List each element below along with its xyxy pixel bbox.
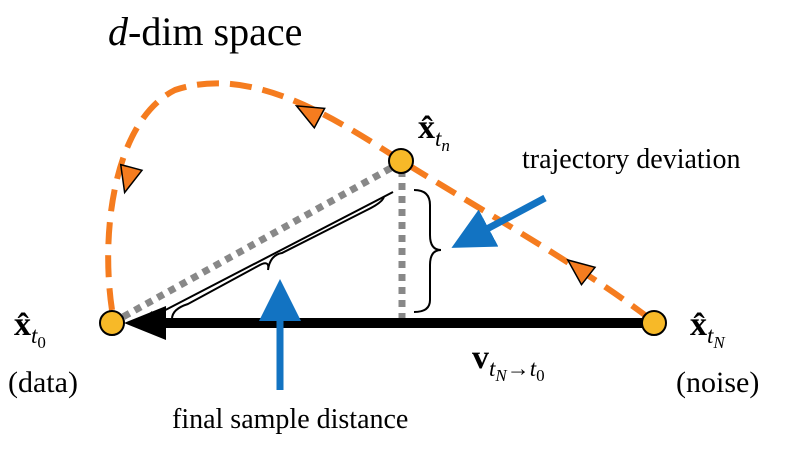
trajectory-arrowhead-bottom bbox=[566, 258, 597, 287]
data-symbol: x̂ bbox=[14, 306, 31, 343]
intermediate-symbol: x̂ bbox=[418, 109, 435, 146]
vector-subsub-from: N bbox=[494, 366, 508, 385]
noise-point bbox=[641, 310, 667, 336]
vector-sub-from: t bbox=[489, 356, 496, 381]
vector-label: vtN→t0 bbox=[472, 339, 545, 385]
vector-subsub-to: 0 bbox=[536, 366, 545, 385]
trajectory-path bbox=[105, 80, 656, 325]
vector-sub-to: t bbox=[530, 356, 537, 381]
title-italic-d: d bbox=[108, 9, 129, 54]
data-caption: (data) bbox=[8, 366, 78, 399]
data-point bbox=[99, 310, 125, 336]
data-subsub: 0 bbox=[37, 333, 46, 352]
title-rest: -dim space bbox=[128, 9, 302, 54]
noise-point-label: x̂tN bbox=[690, 306, 726, 352]
brace-diagonal bbox=[171, 195, 385, 320]
final-sample-distance-text: final sample distance bbox=[172, 404, 408, 435]
trajectory-arrowhead-top bbox=[294, 104, 326, 130]
intermediate-subsub: n bbox=[441, 136, 450, 155]
vector-symbol: v bbox=[472, 339, 489, 376]
brace-vertical bbox=[413, 189, 442, 313]
thin-arrow-line bbox=[149, 191, 394, 319]
intermediate-point-label: x̂tn bbox=[418, 109, 450, 155]
intermediate-point bbox=[388, 148, 414, 174]
data-sub: t bbox=[31, 323, 38, 348]
noise-subsub: N bbox=[712, 333, 726, 352]
data-point-label: x̂t0 bbox=[14, 306, 46, 352]
trajectory-arrowhead-left bbox=[119, 163, 144, 195]
trajectory-deviation-arrow bbox=[451, 194, 547, 248]
vector-sub-arrow: → bbox=[507, 356, 530, 381]
noise-symbol: x̂ bbox=[690, 306, 707, 343]
thin-arrowhead bbox=[136, 311, 155, 324]
noise-sub: t bbox=[707, 323, 714, 348]
dotted-line-to-intermediate bbox=[110, 159, 402, 327]
intermediate-sub: t bbox=[435, 126, 442, 151]
diagram-title: d-dim space bbox=[108, 9, 302, 54]
trajectory-deviation-text: trajectory deviation bbox=[522, 144, 740, 175]
noise-caption: (noise) bbox=[676, 366, 759, 399]
